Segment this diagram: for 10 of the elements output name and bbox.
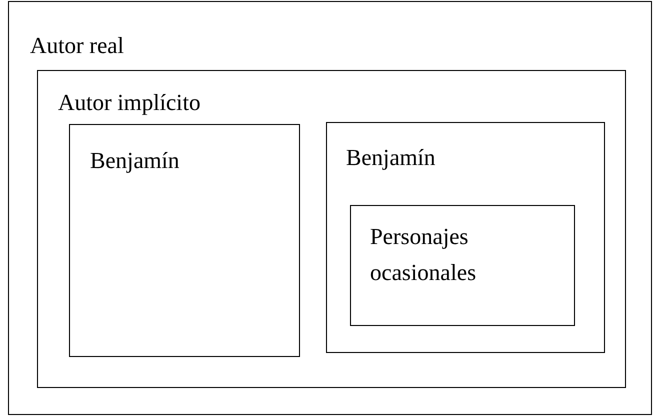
box-label: Autor implícito	[58, 89, 202, 117]
nested-box	[326, 122, 605, 353]
nested-box	[69, 124, 300, 357]
box-label: Benjamín	[90, 147, 180, 175]
nested-box	[37, 70, 626, 388]
nested-box	[350, 205, 575, 326]
box-label: Autor real	[30, 32, 125, 60]
box-label: Benjamín	[346, 144, 436, 172]
nested-box	[8, 1, 652, 415]
box-label: Personajes ocasionales	[370, 223, 478, 287]
